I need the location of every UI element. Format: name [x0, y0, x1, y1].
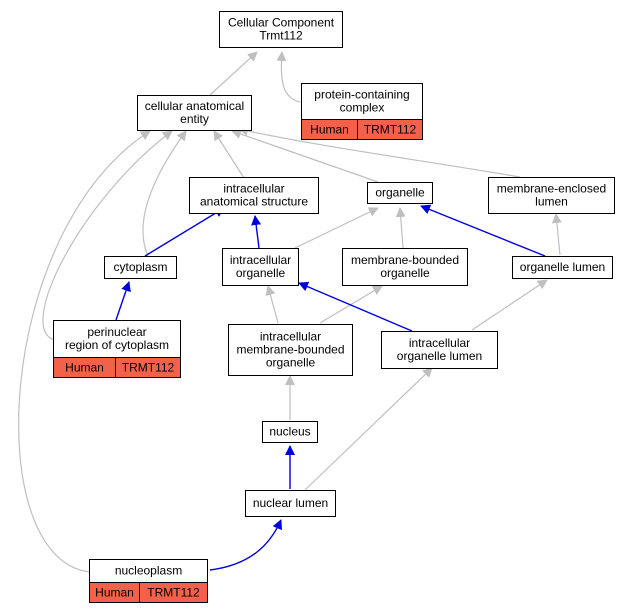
edge-ol-part-of-organelle [420, 204, 546, 257]
node-box [342, 248, 468, 286]
edge-ias-to-cae [213, 130, 245, 179]
node-box [488, 177, 615, 214]
node-label-line: organelle lumen [520, 260, 605, 274]
species-label: Human [310, 123, 349, 137]
node-box [381, 331, 498, 369]
node-box [367, 182, 433, 204]
edge-prc-part-of-cytoplasm [115, 281, 131, 321]
edge-np-part-of-nl [209, 519, 282, 571]
edge-mbo-to-organelle [395, 207, 406, 249]
edges [18, 51, 562, 573]
gene-badge [115, 357, 181, 378]
node-label-line: perinuclear [87, 325, 146, 339]
node-box [301, 83, 423, 120]
node-label-line: intracellular [409, 336, 470, 350]
node-ol[interactable]: organelle lumen [512, 256, 613, 279]
edge-io-part-of-ias [251, 215, 262, 249]
gene-label: TRMT112 [364, 123, 417, 137]
edge-ol-to-mel [551, 213, 562, 256]
node-label-line: intracellular [230, 253, 291, 267]
species-label: Human [65, 361, 104, 375]
node-label-line: organelle [375, 186, 425, 200]
edge-cytoplasm-to-cae [142, 130, 187, 257]
edge-organelle-to-cae [231, 129, 379, 183]
edge-pcc-to-root [276, 51, 301, 103]
node-box [219, 11, 343, 48]
node-label-line: cellular anatomical [145, 99, 244, 113]
node-organelle[interactable]: organelle [367, 182, 433, 204]
node-label-line: membrane-bounded [236, 343, 344, 357]
node-label-line: intracellular [260, 330, 321, 344]
edge-prc-to-cae [42, 130, 173, 341]
edge-np-to-cae [18, 130, 151, 573]
node-label-line: anatomical structure [200, 195, 308, 209]
node-label-line: cytoplasm [113, 260, 167, 274]
node-box [262, 421, 318, 443]
gene-badge [357, 119, 423, 140]
node-label-line: nucleoplasm [115, 564, 182, 578]
gene-label: TRMT112 [122, 361, 175, 375]
gene-badge [139, 582, 208, 603]
node-nl[interactable]: nuclear lumen [245, 490, 336, 517]
node-label-line: organelle [266, 356, 316, 370]
edge-cytoplasm-part-of-ias [144, 207, 225, 257]
edge-iol-to-ol [471, 279, 548, 331]
node-cytoplasm[interactable]: cytoplasm [104, 256, 177, 279]
node-nucleus[interactable]: nucleus [262, 421, 318, 443]
node-label-line: complex [340, 101, 385, 115]
edge-nl-to-iol [304, 367, 433, 491]
node-label-line: intracellular [223, 182, 284, 196]
edge-io-to-organelle [294, 207, 379, 249]
gene-label: TRMT112 [147, 586, 200, 600]
species-label: Human [95, 586, 134, 600]
node-label-line: nucleus [269, 425, 310, 439]
node-box [137, 95, 252, 131]
node-label-line: membrane-bounded [351, 253, 459, 267]
node-label-line: lumen [535, 195, 568, 209]
edge-cae-to-root [209, 51, 258, 96]
node-label-line: entity [180, 112, 209, 126]
node-box [222, 248, 299, 286]
node-box [189, 177, 319, 214]
edge-imbo-to-io [265, 285, 279, 324]
node-box [512, 256, 613, 279]
node-label-line: Trmt112 [259, 29, 303, 43]
node-label-line: Cellular Component [228, 16, 335, 30]
node-label-line: membrane-enclosed [497, 182, 606, 196]
node-box [104, 256, 177, 279]
node-box [228, 324, 353, 376]
node-label-line: protein-containing [314, 88, 409, 102]
node-label-line: region of cytoplasm [65, 338, 169, 352]
node-label-line: nuclear lumen [253, 496, 328, 510]
node-box [245, 490, 336, 517]
edge-iol-part-of-io [298, 281, 413, 332]
node-label-line: organelle [380, 266, 430, 280]
edge-mel-to-cae [238, 126, 521, 178]
node-label-line: organelle lumen [397, 349, 482, 363]
node-label-line: organelle [236, 266, 286, 280]
